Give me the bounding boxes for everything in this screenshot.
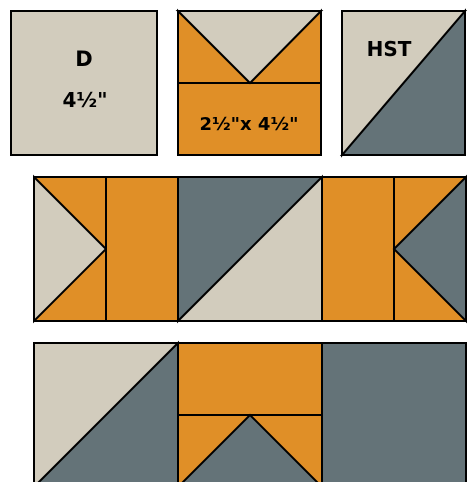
mid-right-goose [392, 174, 467, 324]
bottom-row-strip [33, 340, 467, 482]
mid-right-rect [321, 176, 395, 322]
unit-hst: HST [339, 8, 468, 158]
bot-solid-square [321, 342, 467, 482]
unit-d-square: D 4½" [10, 10, 158, 156]
hst-label: HST [367, 37, 412, 61]
mid-left-rect [105, 176, 179, 322]
fg-goose-triangle [175, 10, 324, 85]
middle-row-strip [33, 174, 467, 324]
unit-flying-geese: 2½"x 4½" [175, 8, 324, 156]
d-square-fill [10, 10, 158, 156]
fg-bottom-rect [177, 82, 322, 156]
fg-size-label: 2½"x 4½" [200, 114, 299, 135]
d-square-letter: D [75, 47, 92, 71]
hst-cream-triangle [341, 10, 468, 158]
bot-fg-top-rect [177, 342, 323, 416]
bot-fg-goose [181, 413, 319, 482]
mid-left-goose [33, 174, 108, 324]
d-square-size: 4½" [62, 88, 107, 112]
